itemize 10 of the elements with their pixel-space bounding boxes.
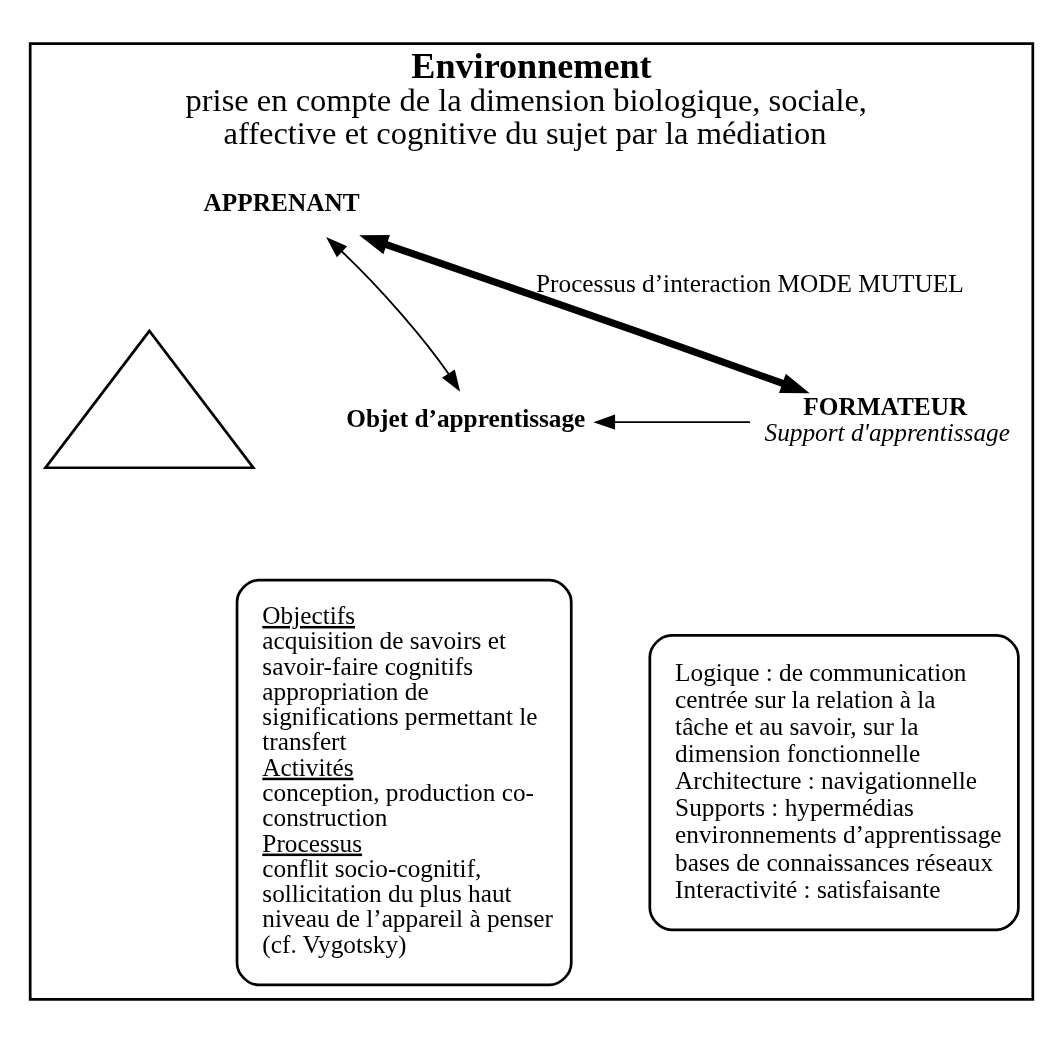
node-box: Objectifs acquisition de savoirs et savoir-faire cognitifs appropriation de significations permettant le transfert Activités conception, production co-construction Processus conflit socio-cognitif, sollicitation du plus haut niveau de l’appareil à penser (cf. Vygotsky) — [235, 578, 573, 987]
arrow — [593, 414, 751, 430]
node-text: Objet d’apprentissage — [346, 404, 586, 433]
node-text: APPRENANT — [203, 188, 360, 217]
node-text: FORMATEUR Support d'apprentissage — [764, 392, 1010, 446]
arrow — [359, 235, 810, 394]
arrow — [326, 237, 461, 392]
edge-label: Processus d’interaction MODE MUTUEL — [536, 268, 964, 297]
node-box: Logique : de communication centrée sur la relation à la tâche et au savoir, sur la dimension fonctionnelle Architecture : navigationnelle Supports : hypermédias environnements d’apprentissage bases de connaissances réseaux Interactivité : satisfaisante — [648, 633, 1020, 932]
node-triangle — [42, 328, 257, 470]
